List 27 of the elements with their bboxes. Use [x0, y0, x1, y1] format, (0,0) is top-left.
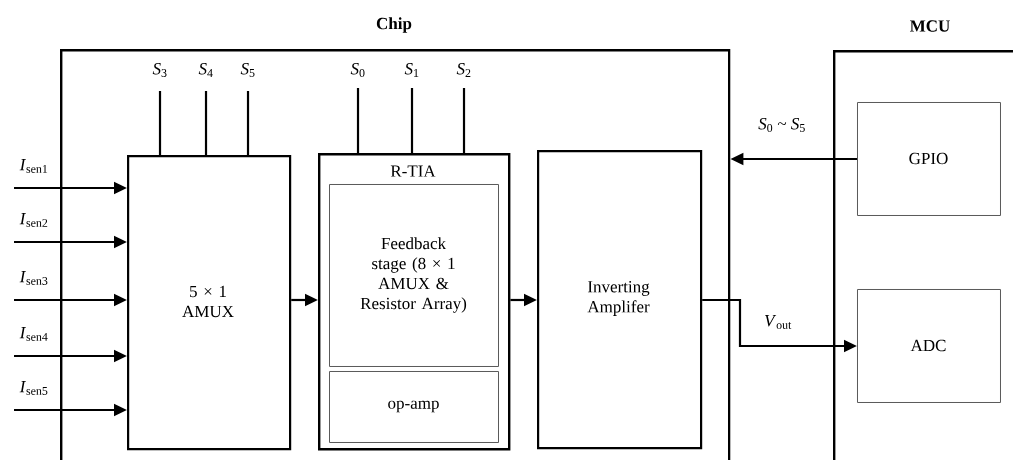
signal-line [158, 91, 162, 155]
signal-label: S$_{1}$ [404, 63, 419, 77]
signal-line [204, 91, 208, 155]
node-label: MCU [909, 20, 950, 32]
edge-label: V$_{out}$ [765, 315, 792, 329]
input-label: I$_{sen2}$ [19, 213, 48, 227]
signal-line [410, 88, 414, 153]
signal-label: S$_{3}$ [152, 63, 167, 77]
signal-label: S$_{2}$ [456, 63, 471, 77]
converter-box: ADC [857, 289, 1001, 403]
signal-label: S$_{0}$ [350, 63, 365, 77]
amplifier-box: Inverting Amplifer [537, 150, 703, 450]
edge-label: S$_{0}$ ~ S$_{5}$ [758, 118, 805, 132]
feedback-box: Feedback stage (8 × 1 AMUX & Resistor Array) [329, 184, 499, 367]
input-label: I$_{sen3}$ [19, 271, 48, 285]
node-label: Chip [376, 17, 412, 33]
input-label: I$_{sen5}$ [19, 381, 48, 395]
signal-label: S$_{4}$ [198, 63, 213, 77]
input-label: I$_{sen4}$ [19, 327, 48, 341]
op-amp-box: op-amp [329, 371, 499, 443]
signal-line [462, 88, 466, 153]
signal-line [356, 88, 360, 153]
input-label: I$_{sen1}$ [19, 159, 48, 173]
signal-label: S$_{5}$ [240, 63, 255, 77]
multiplexer-box: 5 × 1 AMUX [127, 155, 292, 451]
signal-line [246, 91, 250, 155]
port-box: GPIO [857, 102, 1001, 216]
